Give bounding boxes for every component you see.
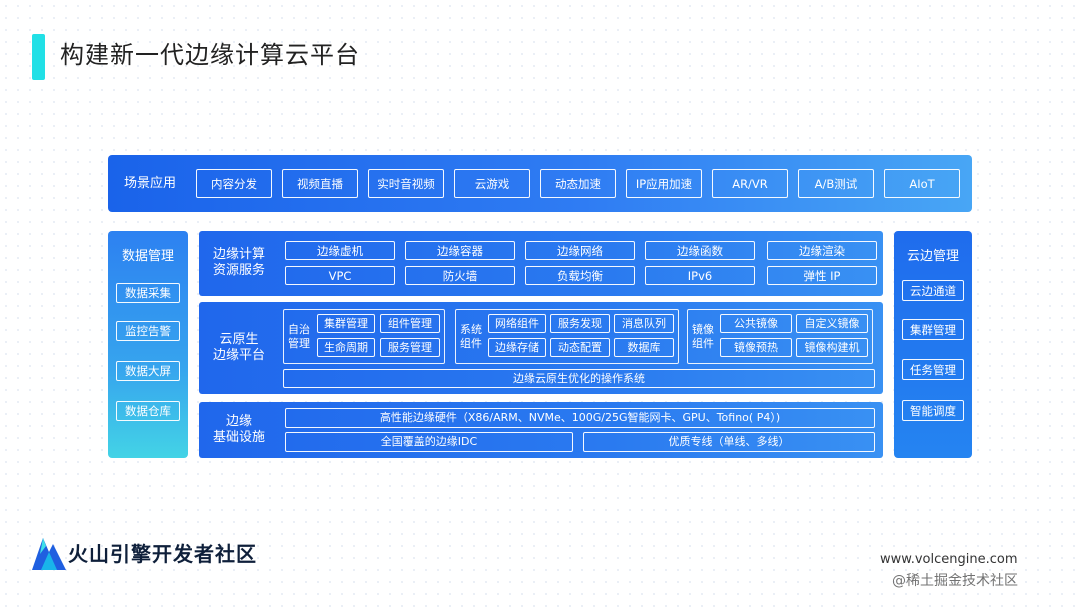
system-label-line1: 系统 bbox=[460, 323, 482, 336]
compute-item: 边缘渲染 bbox=[767, 241, 877, 260]
mirror-label-line2: 组件 bbox=[692, 337, 714, 350]
compute-item: 边缘网络 bbox=[525, 241, 635, 260]
system-item: 边缘存储 bbox=[488, 338, 546, 357]
scene-item: 动态加速 bbox=[540, 169, 616, 198]
data-mgmt-item: 监控告警 bbox=[116, 321, 180, 341]
page-title: 构建新一代边缘计算云平台 bbox=[60, 41, 360, 69]
compute-label-line2: 资源服务 bbox=[212, 263, 265, 278]
system-item: 数据库 bbox=[614, 338, 674, 357]
volcengine-logo-icon bbox=[32, 532, 66, 570]
mirror-label: 镜像 组件 bbox=[690, 323, 716, 351]
scene-item: AIoT bbox=[884, 169, 960, 198]
compute-item: 边缘容器 bbox=[405, 241, 515, 260]
data-mgmt-panel: 数据管理 数据采集 监控告警 数据大屏 数据仓库 bbox=[108, 231, 188, 458]
compute-item: 弹性 IP bbox=[767, 266, 877, 285]
data-mgmt-item: 数据采集 bbox=[116, 283, 180, 303]
compute-item: 负载均衡 bbox=[525, 266, 635, 285]
infra-label-line2: 基础设施 bbox=[212, 430, 265, 445]
mirror-item: 镜像预热 bbox=[720, 338, 792, 357]
scenes-label: 场景应用 bbox=[123, 175, 176, 191]
infra-idc: 全国覆盖的边缘IDC bbox=[285, 432, 573, 452]
cloud-edge-panel: 云边管理 云边通道 集群管理 任务管理 智能调度 bbox=[894, 231, 972, 458]
data-mgmt-item: 数据大屏 bbox=[116, 361, 180, 381]
title-accent-bar bbox=[32, 34, 45, 80]
mirror-item: 公共镜像 bbox=[720, 314, 792, 333]
infra-label: 边缘 基础设施 bbox=[199, 410, 279, 450]
scene-item: 实时音视频 bbox=[368, 169, 444, 198]
compute-item: 边缘函数 bbox=[645, 241, 755, 260]
scene-item: IP应用加速 bbox=[626, 169, 702, 198]
system-item: 消息队列 bbox=[614, 314, 674, 333]
infra-line: 优质专线（单线、多线） bbox=[583, 432, 875, 452]
system-label-line2: 组件 bbox=[460, 337, 482, 350]
cloud-edge-label: 云边管理 bbox=[906, 249, 959, 264]
scenes-panel: 场景应用 内容分发 视频直播 实时音视频 云游戏 动态加速 IP应用加速 AR/… bbox=[108, 155, 972, 212]
cloud-edge-item: 智能调度 bbox=[902, 400, 964, 421]
infra-hardware: 高性能边缘硬件（X86/ARM、NVMe、100G/25G智能网卡、GPU、To… bbox=[285, 408, 875, 428]
scene-item: A/B测试 bbox=[798, 169, 874, 198]
autonomy-item: 服务管理 bbox=[380, 338, 440, 357]
autonomy-label: 自治 管理 bbox=[287, 323, 311, 351]
system-item: 动态配置 bbox=[550, 338, 610, 357]
compute-item: IPv6 bbox=[645, 266, 755, 285]
native-panel: 云原生 边缘平台 自治 管理 集群管理 组件管理 生命周期 服务管理 系统 组件… bbox=[199, 302, 883, 394]
scene-item: 内容分发 bbox=[196, 169, 272, 198]
scene-item: 云游戏 bbox=[454, 169, 530, 198]
compute-label-line1: 边缘计算 bbox=[212, 247, 265, 262]
data-mgmt-label: 数据管理 bbox=[121, 249, 174, 264]
compute-item: 防火墙 bbox=[405, 266, 515, 285]
compute-item: 边缘虚机 bbox=[285, 241, 395, 260]
mirror-item: 自定义镜像 bbox=[796, 314, 868, 333]
os-bar: 边缘云原生优化的操作系统 bbox=[283, 369, 875, 388]
system-item: 服务发现 bbox=[550, 314, 610, 333]
autonomy-label-line1: 自治 bbox=[288, 323, 310, 336]
infra-label-line1: 边缘 bbox=[225, 414, 252, 429]
scene-item: 视频直播 bbox=[282, 169, 358, 198]
mirror-label-line1: 镜像 bbox=[692, 323, 714, 336]
native-label: 云原生 边缘平台 bbox=[199, 328, 279, 368]
brand-name: 火山引擎开发者社区 bbox=[68, 542, 257, 566]
cloud-edge-item: 任务管理 bbox=[902, 359, 964, 380]
compute-panel: 边缘计算 资源服务 边缘虚机 边缘容器 边缘网络 边缘函数 边缘渲染 VPC 防… bbox=[199, 231, 883, 296]
mirror-group: 镜像 组件 公共镜像 自定义镜像 镜像预热 镜像构建机 bbox=[687, 309, 873, 364]
cloud-edge-item: 集群管理 bbox=[902, 319, 964, 340]
mirror-item: 镜像构建机 bbox=[796, 338, 868, 357]
autonomy-item: 组件管理 bbox=[380, 314, 440, 333]
site-url: www.volcengine.com bbox=[880, 552, 1018, 567]
watermark: @稀土掘金技术社区 bbox=[892, 573, 1018, 589]
system-group: 系统 组件 网络组件 服务发现 消息队列 边缘存储 动态配置 数据库 bbox=[455, 309, 679, 364]
autonomy-item: 生命周期 bbox=[317, 338, 375, 357]
cloud-edge-item: 云边通道 bbox=[902, 280, 964, 301]
native-label-line2: 边缘平台 bbox=[212, 348, 265, 363]
compute-label: 边缘计算 资源服务 bbox=[199, 243, 279, 283]
infra-panel: 边缘 基础设施 高性能边缘硬件（X86/ARM、NVMe、100G/25G智能网… bbox=[199, 402, 883, 458]
native-label-line1: 云原生 bbox=[219, 332, 259, 347]
autonomy-item: 集群管理 bbox=[317, 314, 375, 333]
scene-item: AR/VR bbox=[712, 169, 788, 198]
compute-item: VPC bbox=[285, 266, 395, 285]
data-mgmt-item: 数据仓库 bbox=[116, 401, 180, 421]
system-item: 网络组件 bbox=[488, 314, 546, 333]
autonomy-group: 自治 管理 集群管理 组件管理 生命周期 服务管理 bbox=[283, 309, 445, 364]
autonomy-label-line2: 管理 bbox=[288, 337, 310, 350]
system-label: 系统 组件 bbox=[458, 323, 484, 351]
